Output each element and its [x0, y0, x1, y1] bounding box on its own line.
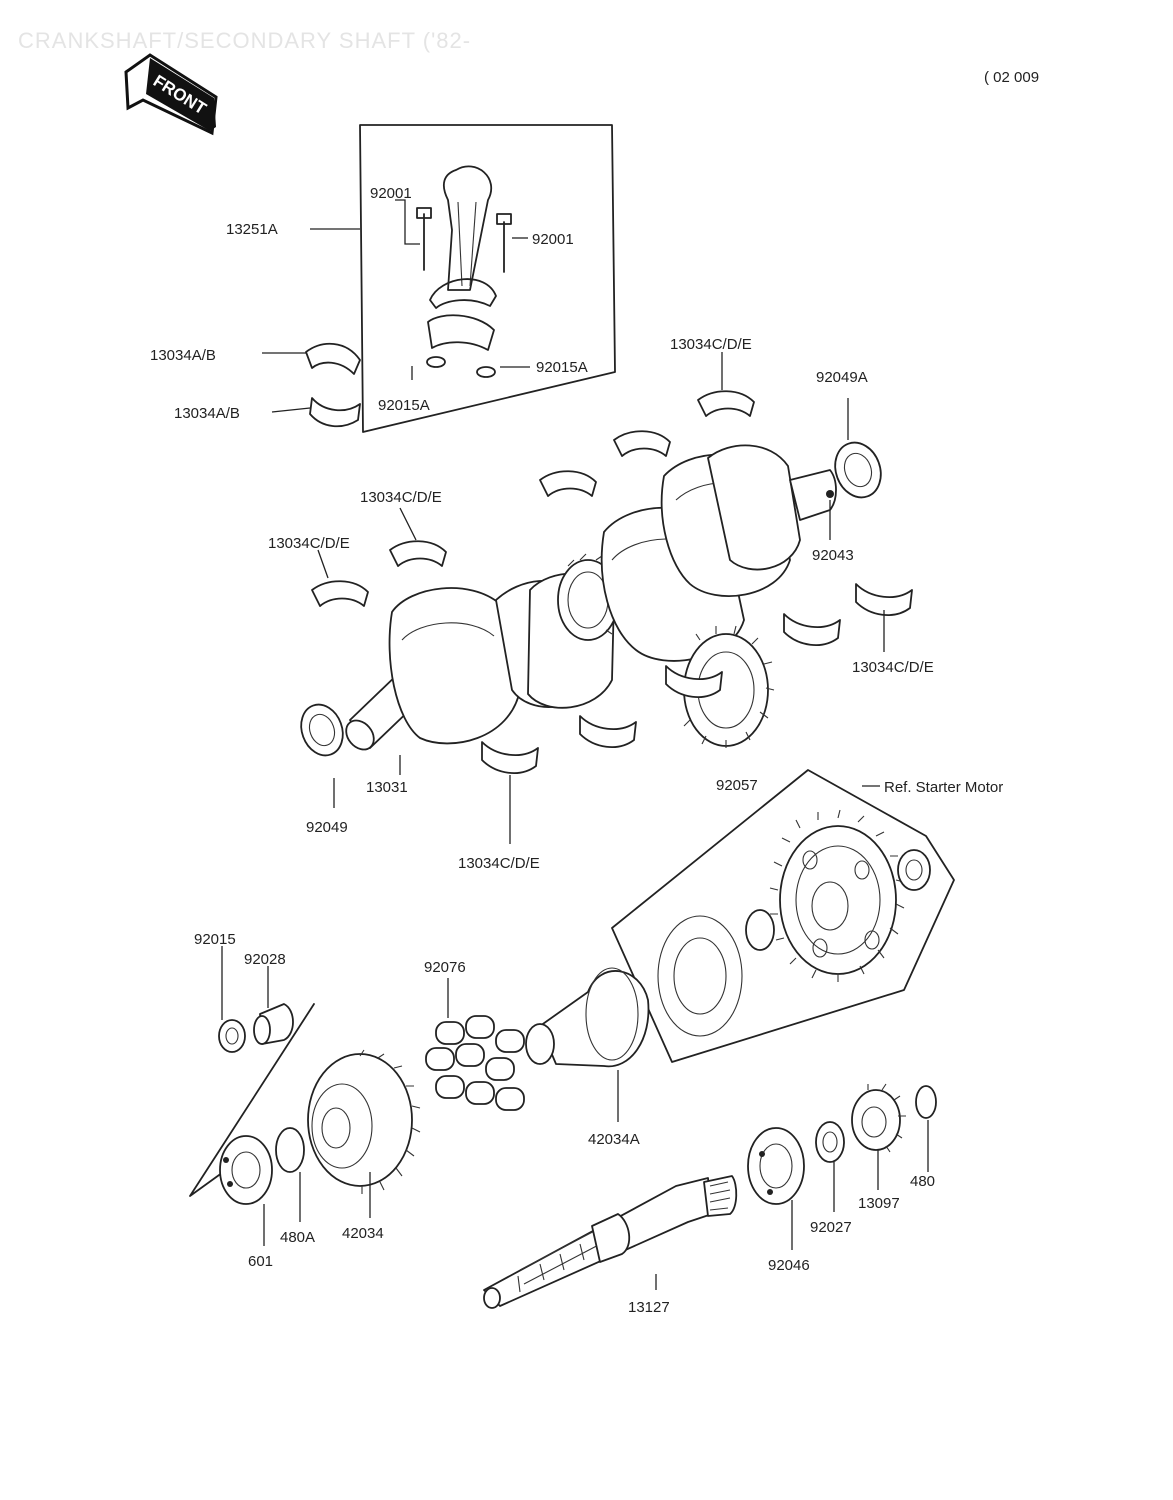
- label-92046: 92046: [768, 1257, 810, 1274]
- label-42034A: 42034A: [588, 1131, 640, 1148]
- label-13031: 13031: [366, 779, 408, 796]
- label-92015A-right: 92015A: [536, 359, 588, 376]
- label-92001-left: 92001: [370, 185, 412, 202]
- label-13127: 13127: [628, 1299, 670, 1316]
- label-13034CDE-left2: 13034C/D/E: [268, 535, 350, 552]
- label-92027: 92027: [810, 1219, 852, 1236]
- label-92015A-bottom: 92015A: [378, 397, 430, 414]
- label-ref-starter-motor: Ref. Starter Motor: [884, 779, 1003, 796]
- label-92028: 92028: [244, 951, 286, 968]
- label-92049: 92049: [306, 819, 348, 836]
- label-92043: 92043: [812, 547, 854, 564]
- rod-bearing-shells: [262, 342, 361, 428]
- secondary-shaft: [483, 1083, 937, 1309]
- label-92049A: 92049A: [816, 369, 868, 386]
- label-92001-right: 92001: [532, 231, 574, 248]
- label-13034AB-bottom: 13034A/B: [174, 405, 240, 422]
- bearing-group-left: [189, 946, 421, 1246]
- label-92076: 92076: [424, 959, 466, 976]
- oil-seal-rear: [826, 398, 882, 540]
- label-13034CDE-top: 13034C/D/E: [670, 336, 752, 353]
- label-92057: 92057: [716, 777, 758, 794]
- clutch-hub: [525, 967, 650, 1122]
- label-13251A: 13251A: [226, 221, 278, 238]
- main-bearing-shells: [311, 352, 913, 844]
- label-601: 601: [248, 1253, 273, 1270]
- starter-clutch-assembly: [611, 769, 955, 1063]
- label-13097: 13097: [858, 1195, 900, 1212]
- label-42034: 42034: [342, 1225, 384, 1242]
- label-13034CDE-left1: 13034C/D/E: [360, 489, 442, 506]
- connecting-rod-assembly: [310, 124, 616, 433]
- crankshaft: [345, 444, 837, 775]
- reference-code: ( 02 009: [984, 69, 1039, 86]
- oil-seal-front: [300, 703, 344, 808]
- label-480A: 480A: [280, 1229, 315, 1246]
- damper-rubbers: [425, 978, 525, 1111]
- label-480: 480: [910, 1173, 935, 1190]
- label-13034CDE-bottom: 13034C/D/E: [458, 855, 540, 872]
- front-arrow-icon: FRONT: [124, 53, 218, 136]
- label-13034AB-top: 13034A/B: [150, 347, 216, 364]
- diagram-title: CRANKSHAFT/SECONDARY SHAFT ('82-: [18, 28, 471, 53]
- label-13034CDE-right: 13034C/D/E: [852, 659, 934, 676]
- label-92015: 92015: [194, 931, 236, 948]
